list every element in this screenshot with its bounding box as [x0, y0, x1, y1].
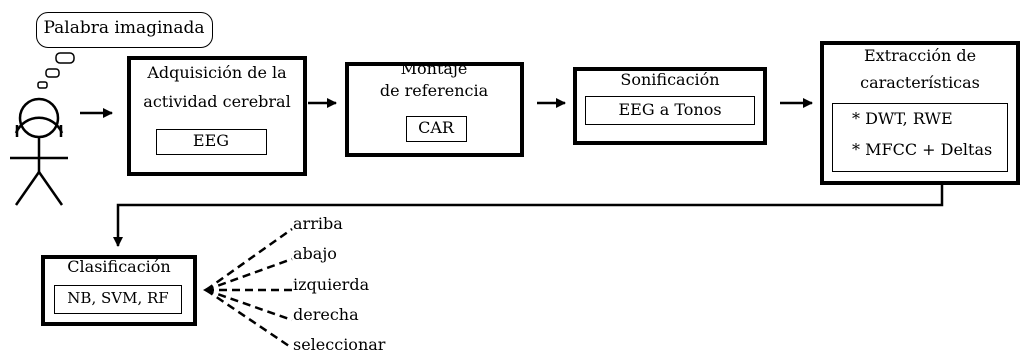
adquisicion-title-line-2: actividad cerebral: [143, 92, 291, 111]
clasificacion-method-box: [54, 285, 182, 314]
stage-montaje: [345, 62, 524, 157]
clasificacion-method: NB, SVM, RF: [67, 289, 169, 307]
montaje-method-box: [406, 116, 467, 142]
fan-line-derecha: [205, 288, 293, 322]
output-seleccionar: seleccionar: [293, 335, 386, 354]
output-arriba: arriba: [293, 214, 343, 233]
output-abajo: abajo: [293, 244, 337, 263]
extraccion-item-2: * MFCC + Deltas: [852, 140, 993, 159]
adquisicion-title-line-1: Adquisición de la: [147, 63, 287, 82]
extraccion-item-1: * DWT, RWE: [852, 109, 953, 128]
thought-dot-large: [55, 52, 75, 64]
thought-dot-medium: [45, 68, 60, 78]
fan-line-abajo: [205, 257, 293, 292]
adquisicion-method: EEG: [192, 131, 230, 150]
extraccion-title-line-1: Extracción de: [863, 46, 977, 65]
montaje-title-line-1: Montaje: [400, 59, 468, 78]
fan-line-seleccionar: [205, 288, 293, 350]
adquisicion-method-box: [156, 129, 267, 155]
extraccion-title-line-2: características: [860, 73, 980, 92]
person-with-headphones-icon: [10, 97, 68, 206]
montaje-method: CAR: [418, 118, 454, 137]
montaje-title-line-2: de referencia: [379, 81, 489, 100]
fan-line-arriba: [205, 227, 293, 292]
output-fan: [205, 227, 293, 350]
stage-adquisicion: [127, 56, 307, 176]
thought-dot-small: [37, 81, 48, 89]
output-izquierda: izquierda: [293, 275, 370, 294]
thought-text: Palabra imaginada: [43, 18, 205, 38]
sonificacion-title: Sonificación: [620, 70, 720, 89]
clasificacion-title: Clasificación: [67, 257, 171, 276]
output-derecha: derecha: [293, 305, 359, 324]
fan-origin-marker: [203, 285, 212, 295]
arrow-extraccion-to-clasificacion: [113, 185, 944, 247]
extraccion-method-box: [832, 103, 1008, 172]
sonificacion-method: EEG a Tonos: [618, 100, 722, 119]
sonificacion-method-box: [585, 96, 755, 125]
thought-bubble: [36, 12, 213, 48]
